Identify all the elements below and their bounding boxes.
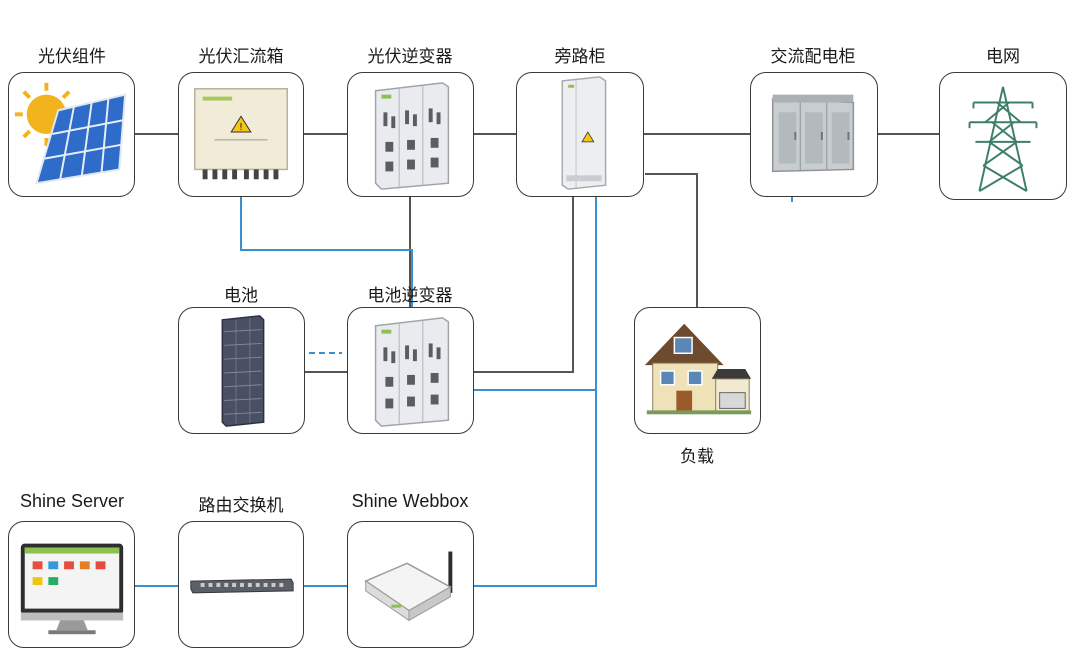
network-switch-icon [190,578,294,594]
transmission-tower-icon [968,86,1038,192]
power-lines [135,133,939,373]
shine-webbox-node[interactable] [347,521,474,648]
shine-webbox-label: Shine Webbox [351,491,469,511]
ac-distribution-label: 交流配电柜 [770,47,856,67]
comm-bypass-to-bus [474,196,597,587]
battery-node[interactable] [178,307,305,434]
switchgear-icon [771,94,855,173]
grid-label: 电网 [986,47,1020,67]
svg-text:!: ! [239,122,243,133]
pv-module-node[interactable] [8,72,135,197]
bypass-cabinet-label: 旁路柜 [554,47,606,67]
router-switch-node[interactable] [178,521,304,648]
bypass-cabinet-node[interactable] [516,72,644,197]
house-icon [644,323,752,415]
pv-module-label: 光伏组件 [38,47,106,67]
line-bypass-to-load [645,173,698,307]
comm-lines [135,196,793,587]
battery-inverter-node[interactable] [347,307,474,434]
battery-rack-icon [221,315,265,427]
comm-combiner-to-inverter [240,196,413,307]
line-bypass-to-battery-inverter [474,196,574,373]
wifi-router-icon [364,551,453,622]
shine-server-node[interactable] [8,521,135,648]
pv-inverter-node[interactable] [347,72,474,197]
monitor-icon [20,543,124,635]
combiner-box-node[interactable]: ! [178,72,304,197]
bypass-cabinet-icon [561,76,607,190]
pv-inverter-label: 光伏逆变器 [367,47,453,67]
ac-distribution-node[interactable] [750,72,878,197]
combiner-box-icon: ! [194,88,288,180]
battery-inverter-label: 电池逆变器 [367,286,453,306]
grid-node[interactable] [939,72,1067,200]
inverter-cabinet-icon [374,82,450,190]
load-label: 负载 [680,447,714,467]
router-switch-label: 路由交换机 [198,496,284,516]
solar-panel-sun-icon [14,82,127,185]
combiner-box-label: 光伏汇流箱 [198,47,284,67]
battery-label: 电池 [224,286,258,306]
inverter-cabinet-icon [374,317,450,427]
load-node[interactable] [634,307,761,434]
shine-server-label: Shine Server [19,491,125,511]
